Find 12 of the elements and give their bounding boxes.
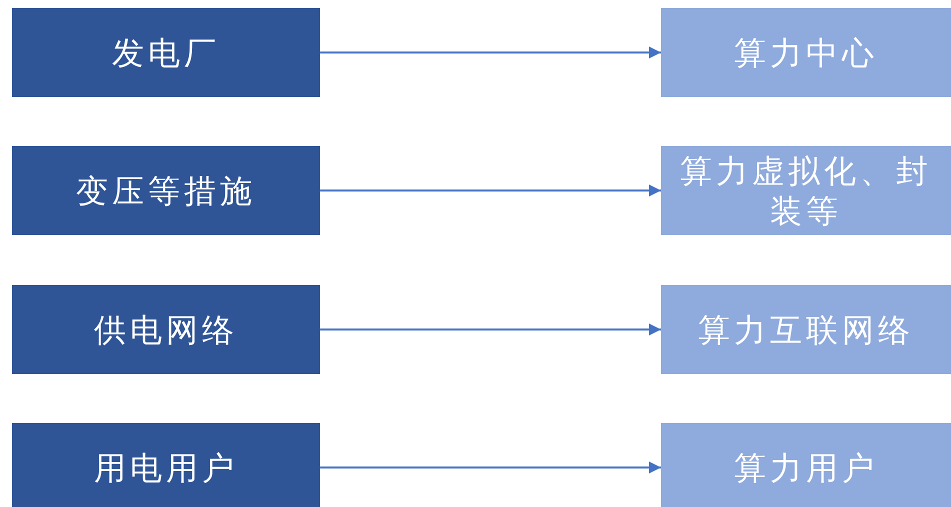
process-box: 变压等措施 [12, 146, 320, 235]
process-box: 供电网络 [12, 285, 320, 374]
process-box: 算力中心 [661, 8, 951, 97]
process-box: 发电厂 [12, 8, 320, 97]
process-box: 用电用户 [12, 423, 320, 507]
arrow [320, 324, 661, 336]
arrow [320, 184, 661, 196]
process-box: 算力用户 [661, 423, 951, 507]
process-box: 算力互联网络 [661, 285, 951, 374]
arrow [320, 46, 661, 58]
process-box: 算力虚拟化、封装等 [661, 146, 951, 235]
arrow [320, 462, 661, 474]
